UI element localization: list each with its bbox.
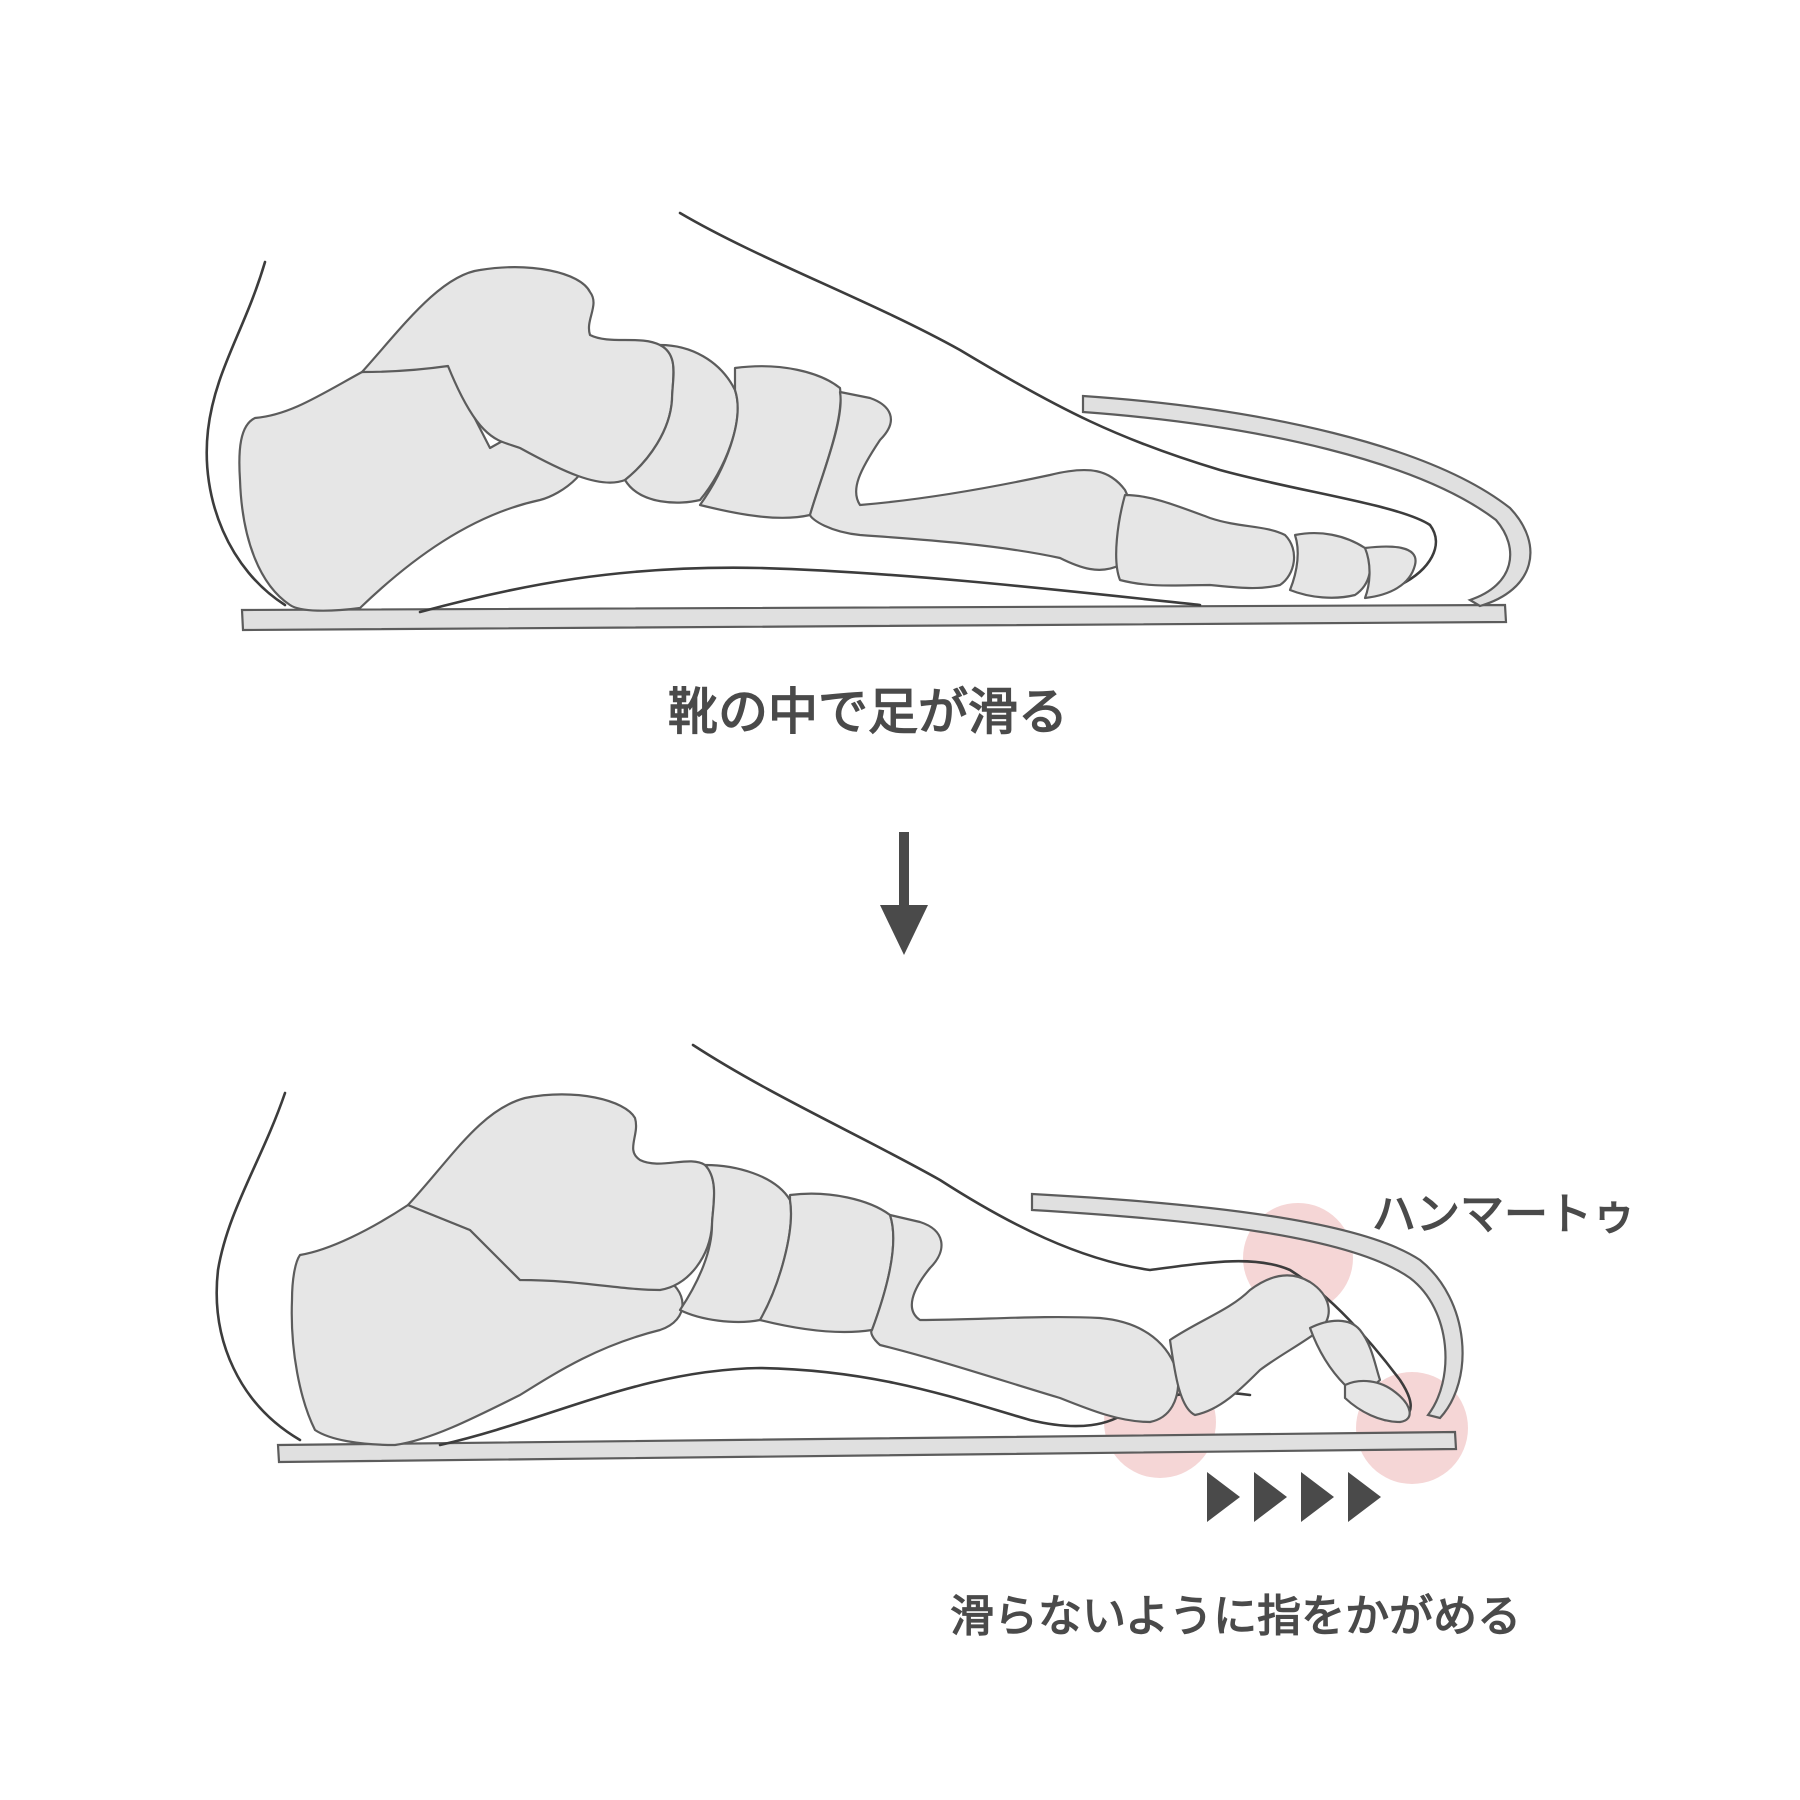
right-triangle-icon <box>1348 1472 1381 1522</box>
bottom-caption: 滑らないように指をかがめる <box>950 1591 1522 1642</box>
bottom-foot-diagram <box>215 1043 1468 1522</box>
right-triangle-icon <box>1301 1472 1334 1522</box>
top-caption: 靴の中で足が滑る <box>668 683 1068 741</box>
top-distal-phalanx <box>1363 545 1417 600</box>
top-shoe-toe-cap <box>1081 394 1532 608</box>
bottom-shoe-toe-cap <box>1030 1192 1464 1420</box>
top-proximal-phalanx <box>1115 493 1296 590</box>
top-dorsal-outline <box>678 211 1438 587</box>
bottom-shoe-sole <box>276 1430 1458 1464</box>
bottom-middle-phalanx <box>1308 1319 1382 1391</box>
down-arrow-icon <box>880 832 928 955</box>
bottom-dorsal-outline <box>691 1043 1412 1422</box>
top-plantar-outline <box>418 566 1202 614</box>
bottom-talus <box>406 1093 716 1292</box>
top-navicular <box>623 343 739 504</box>
top-shoe-sole <box>240 603 1508 632</box>
top-middle-phalanx <box>1288 532 1372 599</box>
bottom-heel-outline <box>215 1091 302 1442</box>
slide-direction-arrows <box>1207 1472 1381 1522</box>
bottom-distal-phalanx <box>1343 1379 1411 1424</box>
bottom-navicular <box>678 1163 793 1324</box>
hammertoe-label: ハンマートゥ <box>1372 1189 1636 1240</box>
top-foot-diagram <box>205 211 1532 632</box>
top-heel-outline <box>205 260 287 607</box>
right-triangle-icon <box>1207 1472 1240 1522</box>
bottom-metatarsal <box>870 1213 1180 1424</box>
right-triangle-icon <box>1254 1472 1287 1522</box>
top-calcaneus <box>238 364 593 612</box>
